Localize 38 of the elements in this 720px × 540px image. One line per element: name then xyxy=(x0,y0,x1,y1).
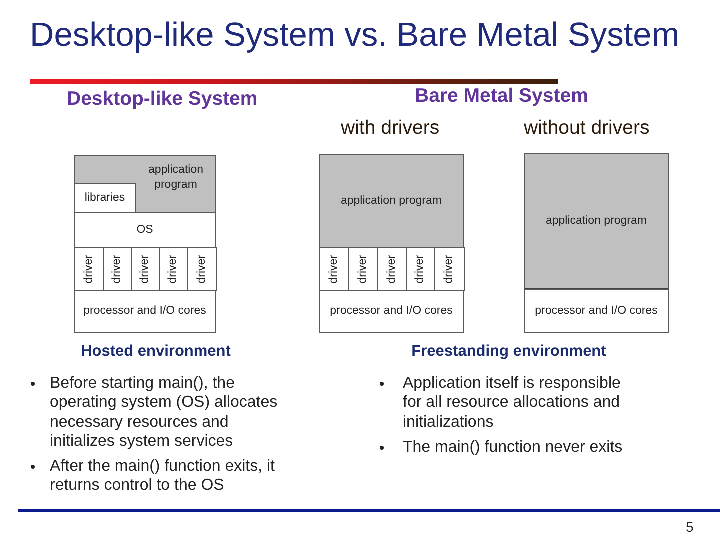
stack-layer xyxy=(74,183,136,213)
layer-label: libraries xyxy=(84,190,126,206)
driver-label: driver xyxy=(110,254,124,284)
layer-label: processor and I/O cores xyxy=(535,304,658,318)
driver-label: driver xyxy=(82,254,96,284)
stack-layer xyxy=(74,155,216,213)
section-heading: Desktop-like System xyxy=(67,88,258,111)
section-heading: Bare Metal System xyxy=(415,85,588,108)
stack-layer xyxy=(319,290,464,333)
driver-label: driver xyxy=(326,254,341,284)
layer-label: OS xyxy=(136,222,154,238)
stack-layer xyxy=(74,290,216,333)
driver-label: driver xyxy=(194,254,209,284)
slide-title: Desktop-like System vs. Bare Metal System xyxy=(30,17,680,55)
driver-label: driver xyxy=(166,254,180,284)
layer-label: processor and I/O cores xyxy=(330,304,453,319)
driver-label: driver xyxy=(356,254,370,284)
layer-label: application program xyxy=(148,163,204,193)
column-heading: with drivers xyxy=(341,117,440,140)
bullet-text: After the main() function exits, it returns control to the OS xyxy=(50,457,276,496)
stack-layer xyxy=(319,154,464,248)
driver-label: driver xyxy=(413,254,428,284)
layer-label: application program xyxy=(340,194,442,208)
stack-layer xyxy=(524,153,669,290)
stack-layer xyxy=(524,289,669,333)
page-number: 5 xyxy=(686,519,694,535)
layer-label: application program xyxy=(546,214,647,228)
environment-heading: Hosted environment xyxy=(81,343,231,361)
driver-label: driver xyxy=(138,254,152,284)
layer-label: processor and I/O cores xyxy=(84,304,206,319)
driver-label: driver xyxy=(384,254,399,284)
bullet-text: The main() function never exits xyxy=(403,438,624,458)
stack-layer xyxy=(74,212,216,248)
bullet-text: Application itself is responsible for all resource allocations and initializations xyxy=(403,374,622,432)
environment-heading: Freestanding environment xyxy=(412,343,606,361)
column-heading: without drivers xyxy=(524,117,650,140)
bullet-text: Before starting main(), the operating system (OS) allocates necessary resources and initializes system services xyxy=(50,374,279,452)
driver-label: driver xyxy=(442,254,456,284)
